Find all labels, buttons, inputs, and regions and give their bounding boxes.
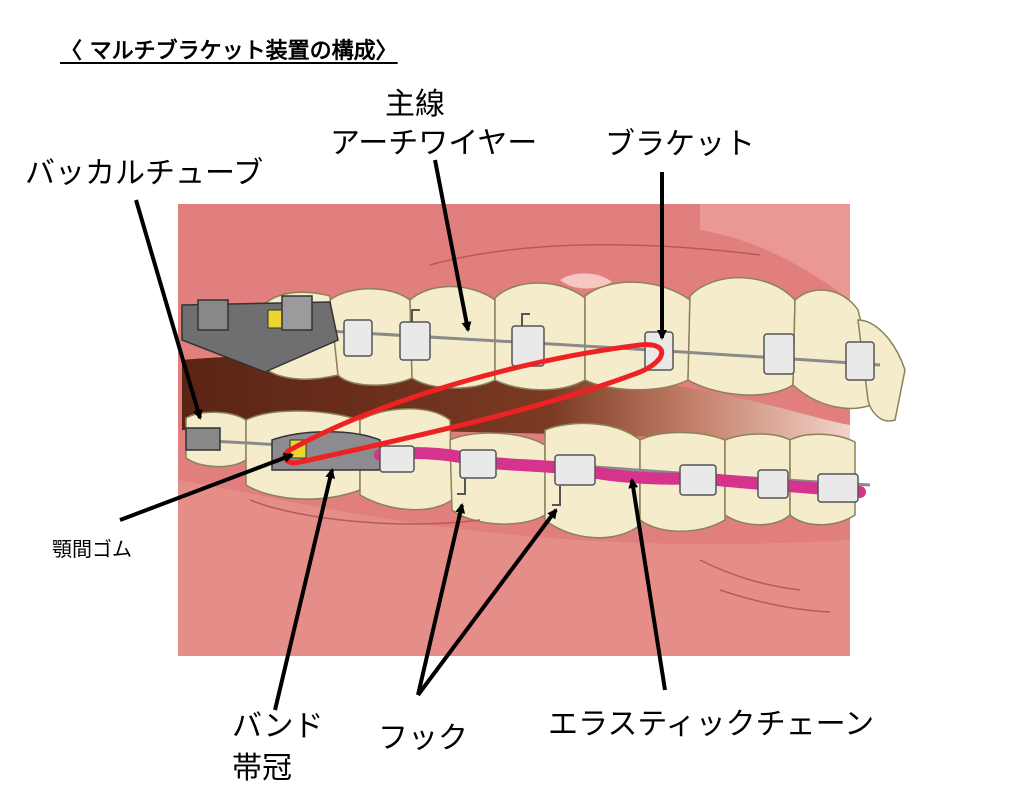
label-hook: フック — [378, 721, 468, 756]
lower-gum-line — [249, 499, 481, 525]
arrow-elastic — [119, 453, 294, 522]
upper-gum-line — [429, 244, 761, 266]
label-bracket: ブラケット — [605, 127, 755, 162]
arrow-archwire — [433, 159, 472, 332]
arrow-hook-1 — [416, 503, 466, 696]
lower-brackets — [379, 445, 859, 503]
arrow-buccal-tube — [134, 199, 203, 420]
label-elastic: 顎間ゴム — [52, 537, 132, 561]
label-main-wire: 主線 — [385, 87, 445, 122]
pointer-arrows — [119, 159, 667, 711]
arrow-elastic-chain — [628, 478, 667, 691]
upper-hooks — [411, 309, 530, 326]
arrow-band — [273, 468, 336, 711]
gum-highlight-spot — [560, 273, 612, 289]
upper-lip-fold — [700, 204, 850, 300]
upper-molar-bracket — [281, 295, 313, 331]
label-elastic-chain: エラスティックチェーン — [548, 707, 875, 742]
diagram-title: 〈 マルチブラケット装置の構成〉 — [60, 39, 398, 64]
label-archwire: アーチワイヤー — [330, 126, 538, 161]
upper-buccal-tube — [197, 299, 229, 331]
lower-hooks — [457, 478, 561, 506]
label-band-crown: 帯冠 — [232, 751, 292, 786]
intermaxillary-elastic — [282, 342, 665, 466]
lower-gum-folds — [699, 559, 831, 613]
label-band: バンド — [232, 709, 324, 744]
label-buccal-tube: バッカルチューブ — [25, 156, 264, 191]
lower-buccal-tube — [185, 427, 221, 451]
arrow-hook-2 — [416, 508, 558, 697]
